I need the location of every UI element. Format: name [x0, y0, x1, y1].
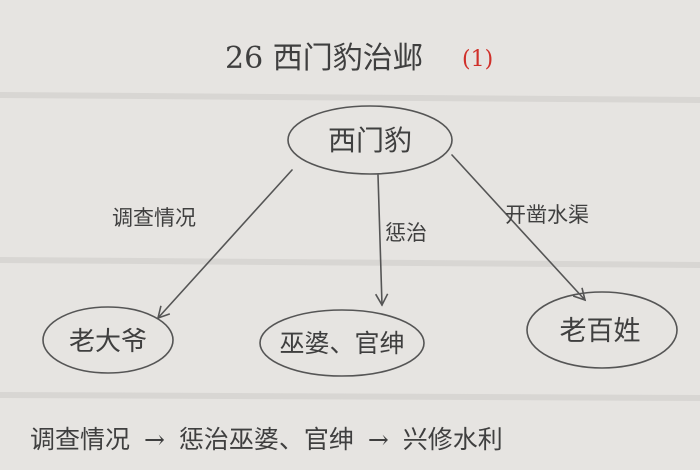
arrow-to-laodaye — [156, 169, 293, 320]
node-ellipse-ximenbao — [287, 105, 453, 175]
edge-label-kaizao: 开凿水渠 — [505, 203, 589, 227]
summary-arrow-1: → — [144, 425, 165, 454]
summary-line: 调查情况 → 惩治巫婆、官绅 → 兴修水利 — [30, 425, 503, 454]
edge-label-chengzhi: 惩治 — [385, 221, 427, 245]
title-part-number: (1) — [462, 47, 493, 72]
arrow-to-wupo — [374, 174, 389, 307]
node-wupo-guanshen: 巫婆、官绅 — [279, 329, 404, 358]
node-ellipse-laobaixing — [526, 291, 678, 369]
paper-texture — [0, 92, 700, 401]
node-ellipse-wupo — [259, 309, 425, 377]
summary-step1: 调查情况 — [30, 425, 130, 454]
edge-label-diaocha: 调查情况 — [112, 206, 196, 230]
diagram-title: 26 西门豹治邺 — [225, 41, 423, 76]
node-laobaixing: 老百姓 — [560, 316, 641, 347]
node-ximenbao: 西门豹 — [328, 124, 412, 157]
summary-step2: 惩治巫婆、官绅 — [179, 425, 354, 454]
arrow-to-laobaixing — [451, 154, 587, 302]
summary-arrow-2: → — [368, 425, 389, 454]
summary-step3: 兴修水利 — [403, 425, 503, 454]
node-ellipse-laodaye — [42, 306, 174, 374]
node-laodaye: 老大爷 — [69, 327, 147, 357]
